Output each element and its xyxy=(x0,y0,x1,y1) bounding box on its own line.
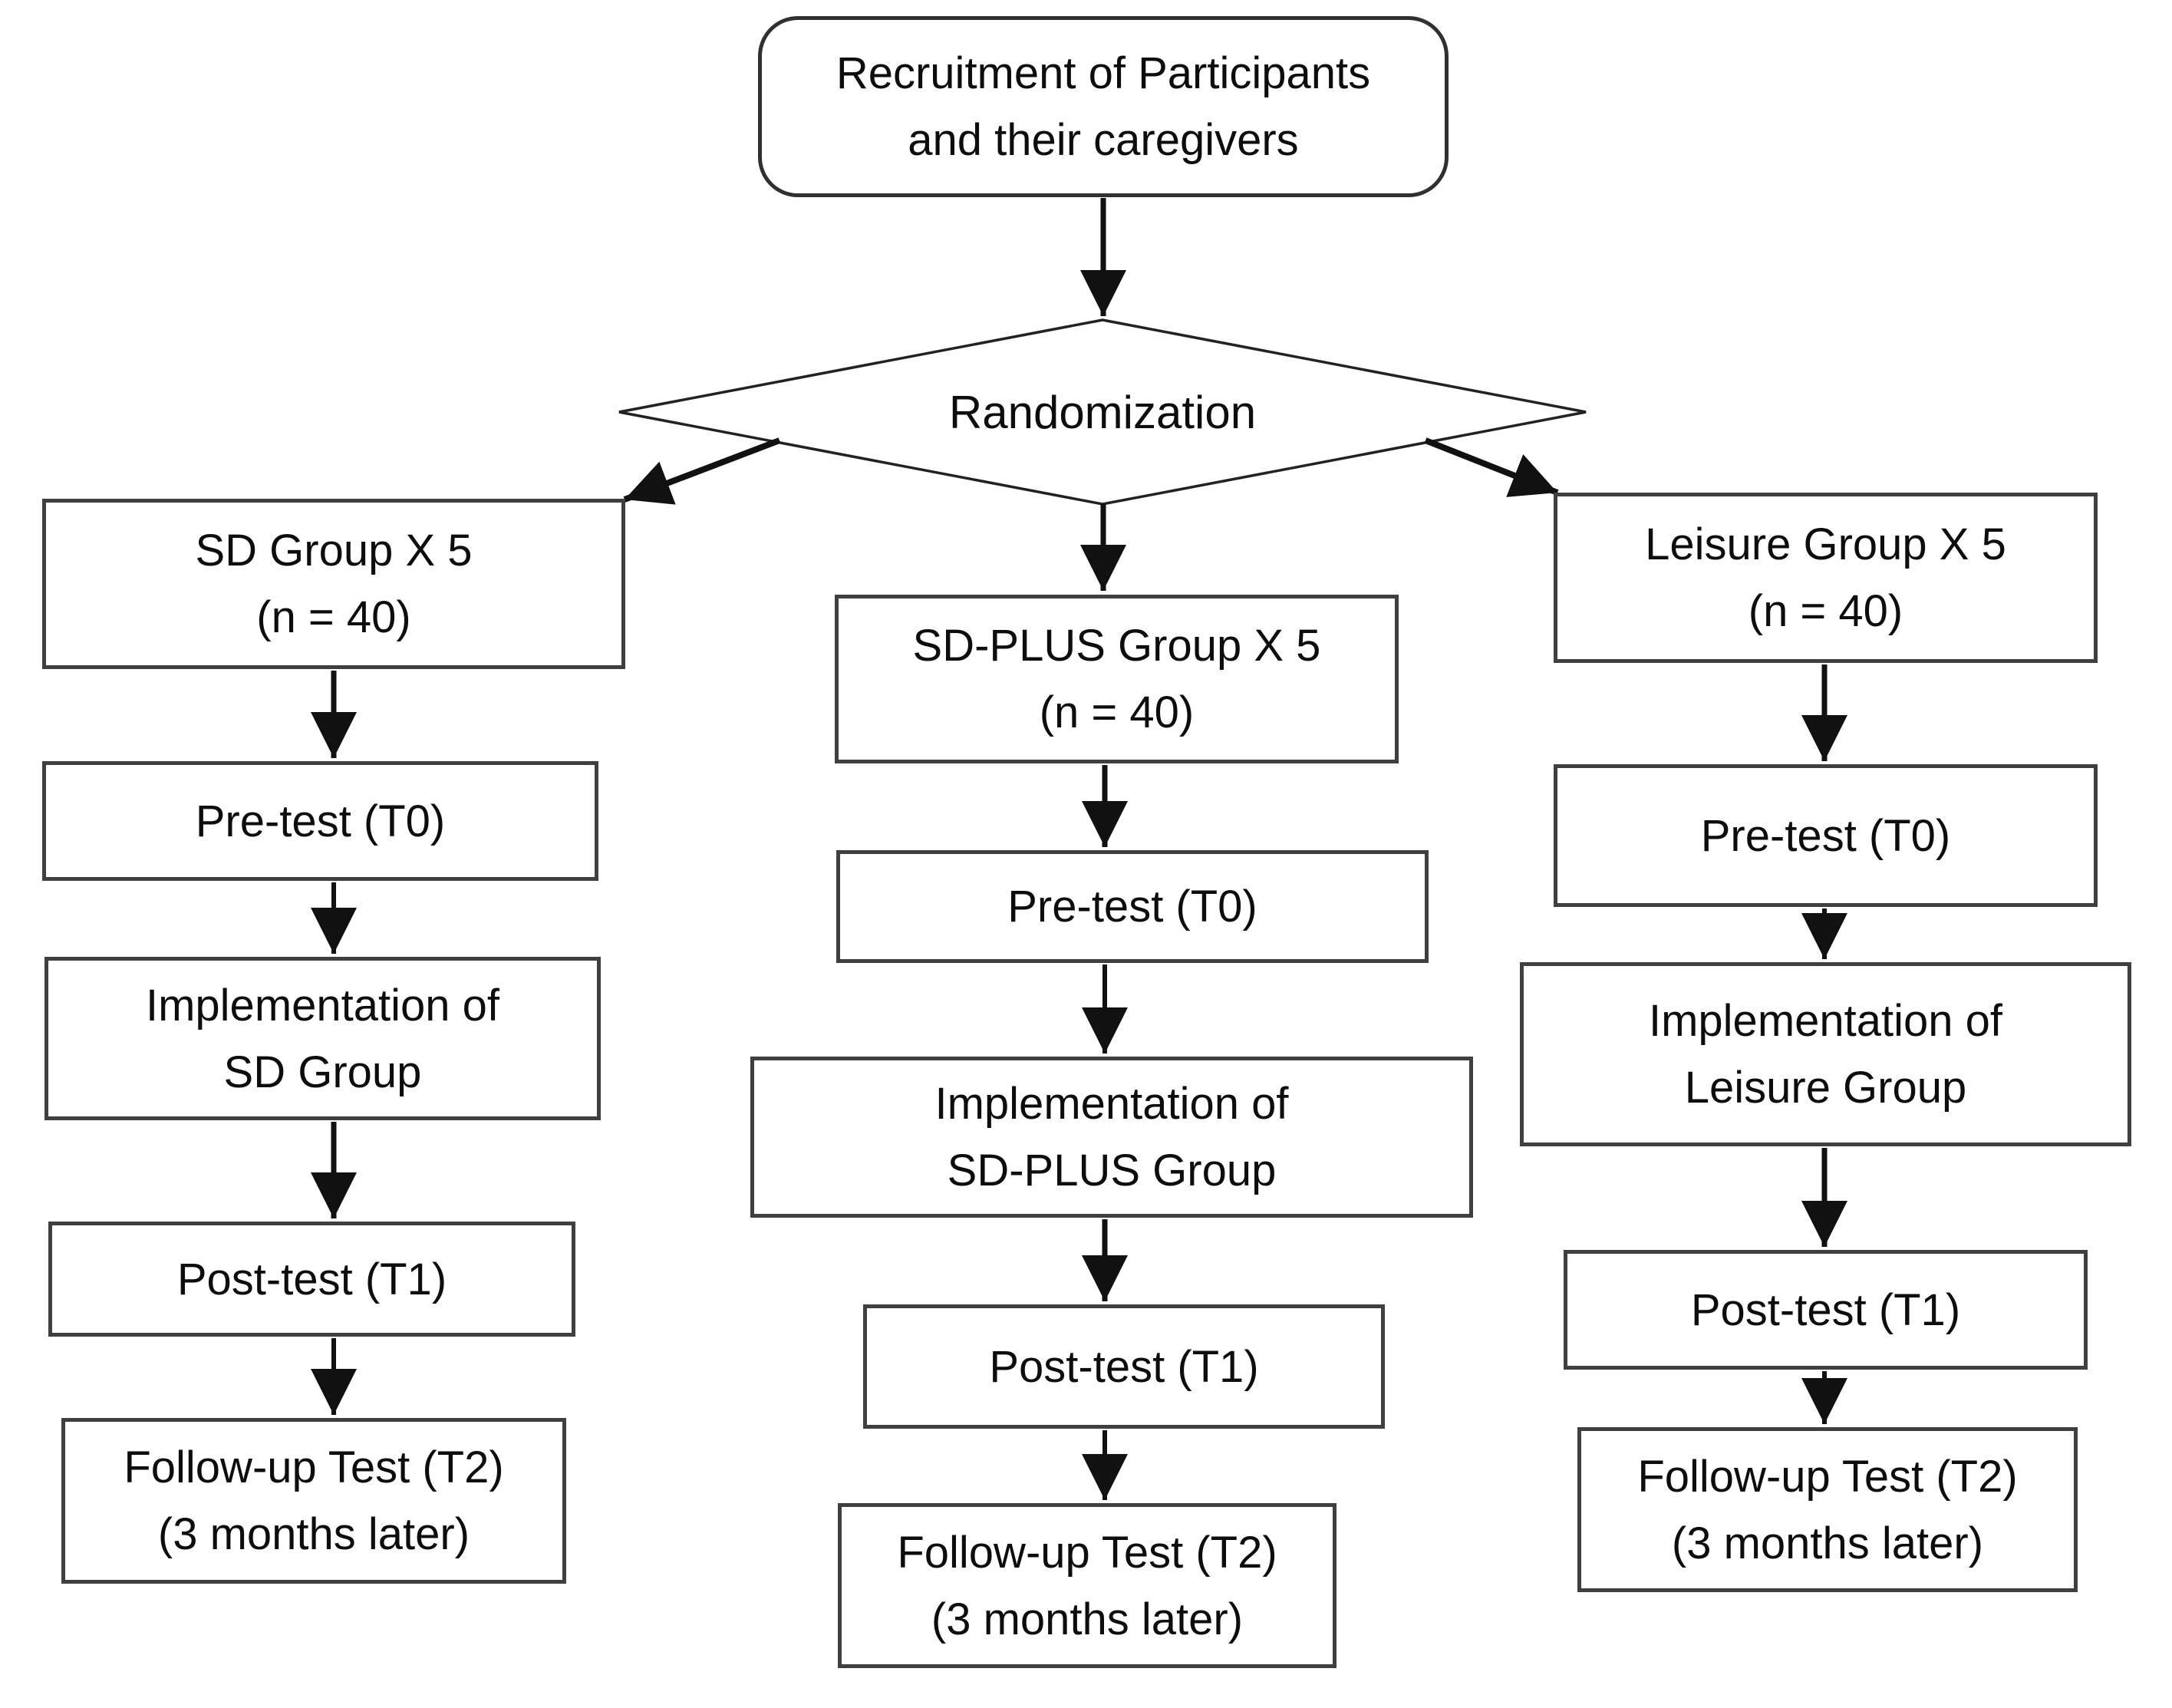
node-leisure-group: Leisure Group X 5 (n = 40) xyxy=(1554,493,2098,663)
node-sdplus-pre-test: Pre-test (T0) xyxy=(836,850,1429,963)
node-sdplus-post-test: Post-test (T1) xyxy=(863,1304,1385,1429)
node-leisure-follow-up: Follow-up Test (T2) (3 months later) xyxy=(1577,1427,2078,1592)
node-leisure-pre-test: Pre-test (T0) xyxy=(1554,764,2098,907)
node-sd-implementation: Implementation of SD Group xyxy=(44,957,601,1120)
node-recruitment: Recruitment of Participants and their ca… xyxy=(758,16,1449,197)
node-sd-follow-up: Follow-up Test (T2) (3 months later) xyxy=(61,1418,566,1584)
arrow-randomization-to-leisure xyxy=(1424,437,1559,497)
node-sd-group: SD Group X 5 (n = 40) xyxy=(42,499,625,669)
arrow-randomization-to-sd xyxy=(623,437,781,505)
node-sdplus-follow-up: Follow-up Test (T2) (3 months later) xyxy=(838,1503,1336,1668)
node-sd-post-test: Post-test (T1) xyxy=(48,1222,575,1337)
node-randomization: Randomization xyxy=(948,386,1257,438)
node-leisure-implementation: Implementation of Leisure Group xyxy=(1520,962,2131,1146)
node-sdplus-implementation: Implementation of SD-PLUS Group xyxy=(750,1057,1473,1218)
node-sdplus-group: SD-PLUS Group X 5 (n = 40) xyxy=(835,595,1399,763)
node-sd-pre-test: Pre-test (T0) xyxy=(42,761,598,881)
node-leisure-post-test: Post-test (T1) xyxy=(1564,1250,2088,1370)
